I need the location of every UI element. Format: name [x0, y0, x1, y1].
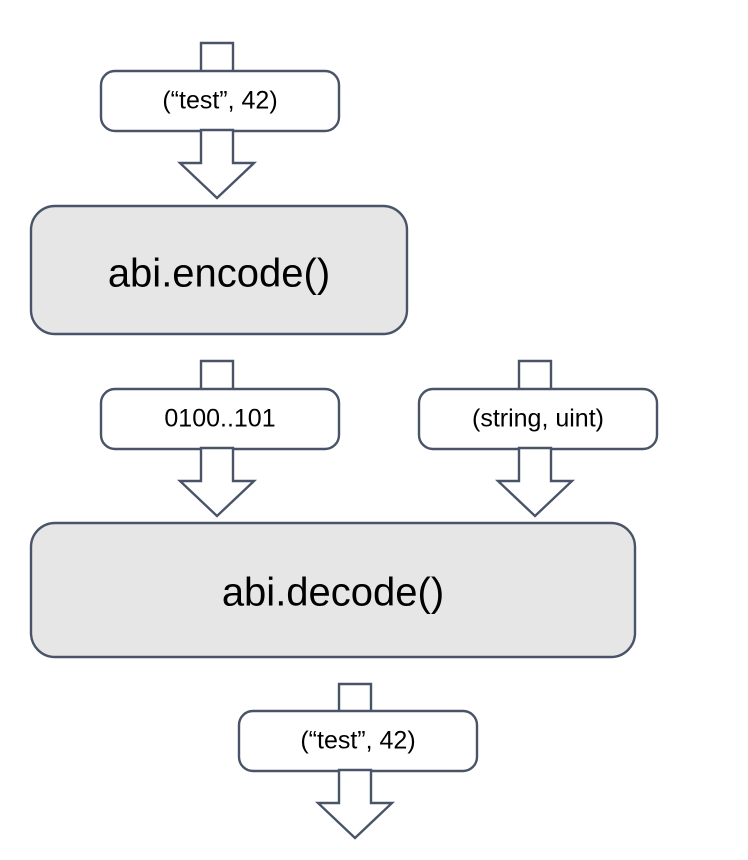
abi-decode-box	[29, 521, 637, 659]
output-tuple-bottom-label: (“test”, 42)	[300, 727, 415, 755]
abi-encode-label: abi.encode()	[108, 252, 330, 296]
stub-decode-to-output-connector	[337, 682, 373, 714]
arrow-output-exit-connector	[314, 768, 396, 840]
stub-into-input-tuple-connector	[199, 41, 235, 74]
encoded-bytes-label: 0100..101	[164, 405, 275, 433]
stub-encode-to-bytes-connector	[199, 359, 235, 392]
abi-encode-box	[29, 204, 409, 336]
arrow-input-to-encode-connector	[176, 128, 258, 200]
arrow-bytes-to-decode-connector	[176, 446, 258, 518]
input-tuple-top-label: (“test”, 42)	[162, 87, 277, 115]
abi-decode-label: abi.decode()	[222, 571, 444, 615]
arrow-types-to-decode-connector	[494, 446, 576, 518]
stub-into-type-signature-connector	[517, 359, 553, 392]
type-signature-label: (string, uint)	[472, 405, 604, 433]
